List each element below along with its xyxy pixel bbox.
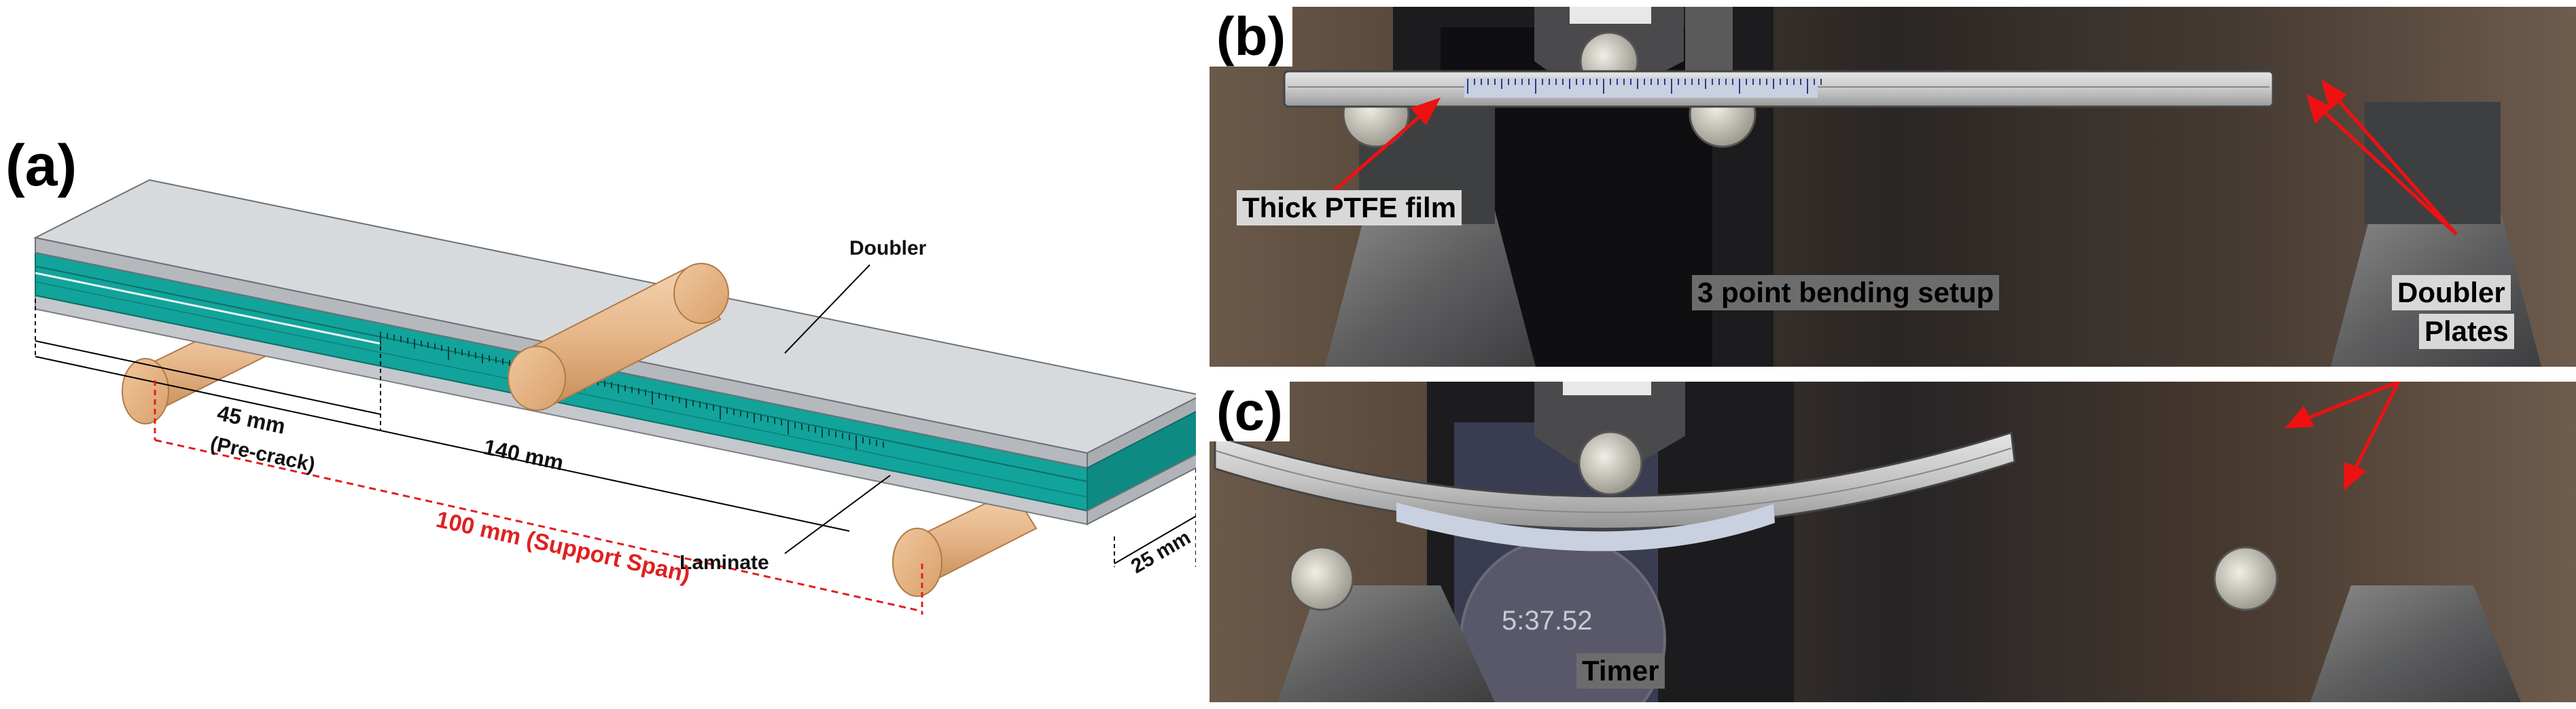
panel-c-photo: 5:37.52 (c) Timer [1210,382,2576,702]
setup-photo-b [1210,7,2576,367]
specimen-schematic: Doubler Laminate 45 mm (Pre-crack) 140 m… [33,179,1196,615]
doubler-plates-label-line2: Plates [2419,314,2514,350]
right-support-roller [892,489,1038,597]
support-span-dimension [154,380,923,615]
panel-a-schematic: (a) [0,0,1196,709]
laminate-leader [784,475,891,554]
panel-b-photo: (b) Thick PTFE film 3 point bending setu… [1210,7,2576,367]
specimen-length-label: 140 mm [482,435,566,475]
laminate-label: Laminate [680,551,769,574]
dimension-lines [35,299,1196,567]
ptfe-film-label: Thick PTFE film [1237,190,1462,226]
support-span-label: 100 mm (Support Span) [434,507,692,588]
doubler-label: Doubler [849,237,927,259]
doubler-leader [784,264,870,354]
loading-roller [508,263,729,411]
panel-a-letter: (a) [5,133,77,198]
timer-label: Timer [1576,653,1665,689]
precrack-note-label: (Pre-crack) [209,433,317,477]
setup-label: 3 point bending setup [1692,275,2000,311]
doubler-plates-label-line1: Doubler [2392,275,2511,311]
setup-photo-c: 5:37.52 [1210,382,2576,702]
panel-b-letter: (b) [1210,7,1293,67]
width-label: 25 mm [1127,526,1195,578]
panel-c-letter: (c) [1210,382,1290,441]
timer-reading: 5:37.52 [1502,606,1592,636]
precrack-length-label: 45 mm [215,401,288,439]
